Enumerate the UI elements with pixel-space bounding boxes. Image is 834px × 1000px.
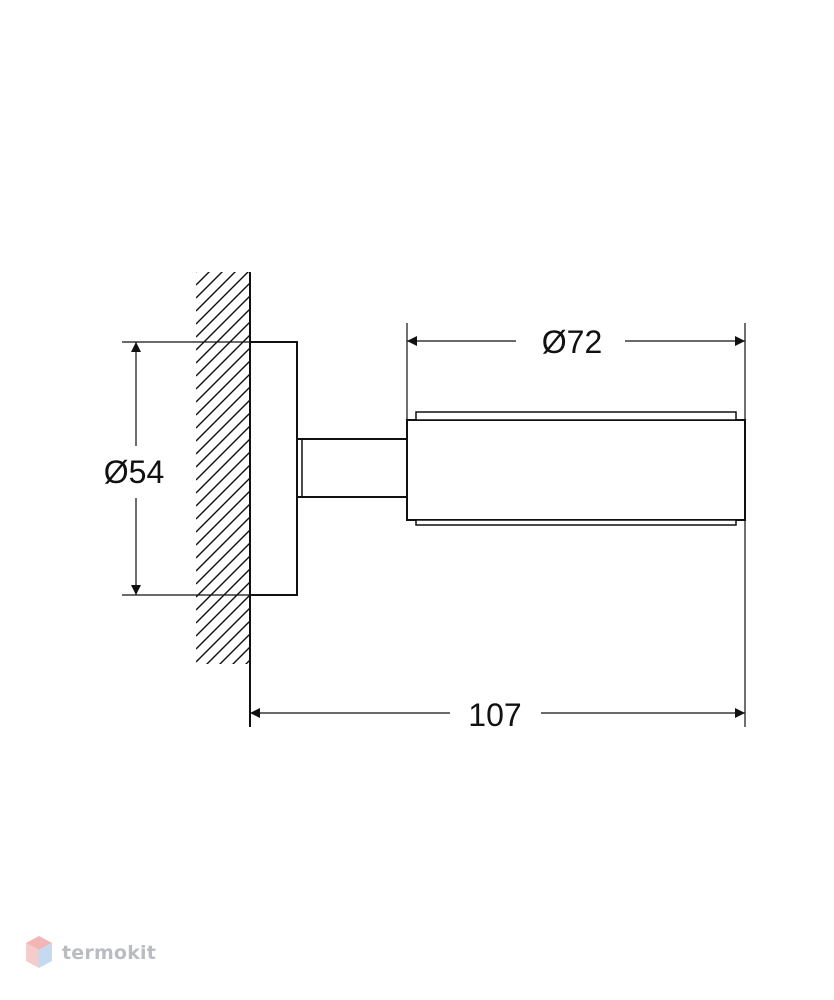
hatch-line	[196, 272, 236, 312]
hatch-line	[219, 633, 250, 664]
hatch-line	[196, 399, 250, 455]
hatch-line	[196, 282, 250, 338]
dimension-depth-label: 107	[468, 697, 521, 733]
hatch-line	[196, 386, 250, 442]
holder-top-rim	[415, 411, 737, 421]
hatch-line	[196, 412, 250, 468]
hatch-line	[196, 568, 250, 624]
hatch-line	[196, 308, 250, 364]
hatch-line	[196, 477, 250, 533]
hatch-line	[196, 272, 210, 286]
hatch-line	[196, 490, 250, 546]
hatch-line	[196, 373, 250, 429]
hatch-line	[196, 321, 250, 377]
hatch-line	[196, 555, 250, 611]
watermark-logo-icon	[26, 936, 52, 968]
hatch-line	[196, 438, 250, 494]
holder-body	[406, 419, 746, 521]
hatch-line	[206, 620, 250, 664]
holder-bottom-rim	[415, 519, 737, 526]
watermark-text: termokit	[62, 942, 157, 964]
hatch-line	[196, 503, 250, 559]
hatch-line	[196, 594, 250, 650]
hatch-line	[196, 516, 250, 572]
hatch-line	[196, 347, 250, 403]
dimension-height-label: Ø54	[104, 454, 164, 490]
hatch-line	[196, 581, 250, 637]
hatch-line	[196, 607, 250, 663]
hatch-line	[245, 659, 250, 664]
hatch-line	[196, 334, 250, 390]
watermark: termokit	[24, 934, 156, 972]
hatch-line	[196, 272, 197, 273]
hatch-line	[196, 542, 250, 598]
wall-hatching	[196, 272, 250, 664]
hatch-line	[232, 646, 250, 664]
dimension-diameter-label: Ø72	[542, 324, 602, 360]
hatch-line	[196, 272, 223, 299]
wall-rosette	[249, 341, 298, 596]
connecting-stem	[296, 438, 408, 498]
hatch-line	[196, 425, 250, 481]
hatch-line	[196, 360, 250, 416]
hatch-line	[196, 272, 249, 325]
hatch-line	[196, 464, 250, 520]
hatch-line	[196, 529, 250, 585]
hatch-line	[196, 451, 250, 507]
hatch-line	[196, 295, 250, 351]
